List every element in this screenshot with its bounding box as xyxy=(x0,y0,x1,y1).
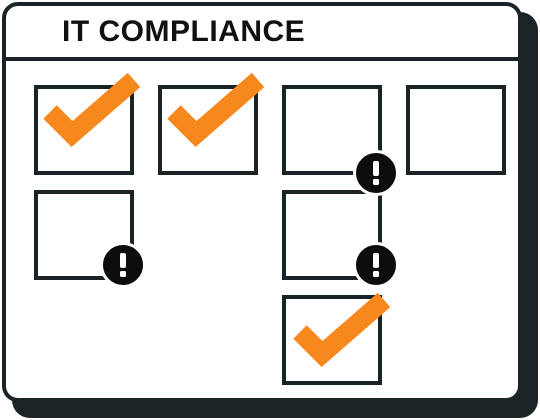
title-bar: IT COMPLIANCE xyxy=(6,6,518,61)
exclamation-icon xyxy=(353,242,399,288)
task-box-1[interactable] xyxy=(34,85,134,175)
task-box-7[interactable] xyxy=(282,295,382,385)
task-box-2[interactable] xyxy=(158,85,258,175)
exclamation-icon xyxy=(353,150,399,196)
task-box-6[interactable] xyxy=(282,190,382,280)
task-box-4[interactable] xyxy=(406,85,506,175)
page-title: IT COMPLIANCE xyxy=(62,15,306,48)
exclamation-icon xyxy=(100,242,146,288)
